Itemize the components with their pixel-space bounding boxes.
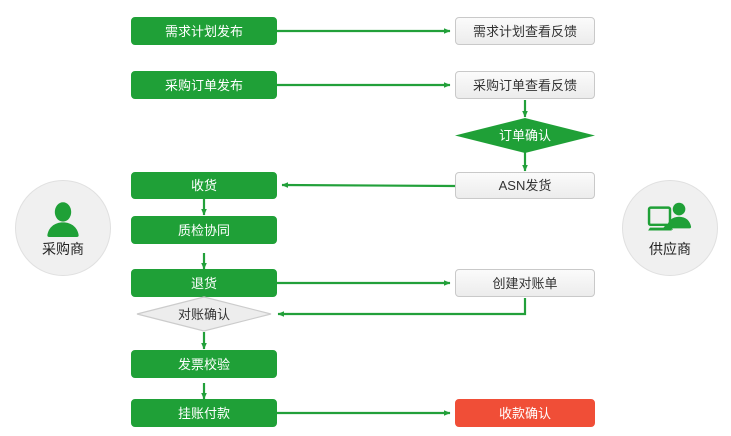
node-invoice-check[interactable]: 发票校验 [131,350,277,378]
node-label: 收货 [190,178,217,193]
actor-buyer[interactable]: 采购商 [15,180,111,276]
node-demand-plan-feedback[interactable]: 需求计划查看反馈 [455,17,595,45]
node-label: 创建对账单 [492,275,558,291]
node-create-statement[interactable]: 创建对账单 [455,269,595,297]
node-payment-confirm[interactable]: 收款确认 [455,399,595,427]
diamond-shape [455,118,595,153]
node-label: 需求计划发布 [164,23,243,39]
node-return-goods[interactable]: 退货 [131,269,277,297]
actor-supplier-label: 供应商 [649,240,691,257]
actor-buyer-label: 采购商 [42,240,84,257]
node-order-confirm[interactable]: 订单确认 [455,118,595,153]
node-demand-plan-publish[interactable]: 需求计划发布 [131,17,277,45]
person-at-computer-icon [647,202,692,231]
node-pending-payment[interactable]: 挂账付款 [131,399,277,427]
node-receive-goods[interactable]: 收货 [131,172,277,199]
node-label: 收款确认 [498,405,551,421]
node-quality-collab[interactable]: 质检协同 [131,216,277,244]
node-label: 质检协同 [177,222,230,238]
diamond-shape [136,296,272,332]
edge-create-statement-to-statement-confirm [277,298,527,317]
node-label: 采购订单查看反馈 [472,77,577,93]
node-label: 发票校验 [177,356,230,372]
node-statement-confirm[interactable]: 对账确认 [136,296,272,332]
person-icon [47,201,79,237]
node-label: 挂账付款 [177,405,230,421]
node-po-publish[interactable]: 采购订单发布 [131,71,277,99]
node-asn-ship[interactable]: ASN发货 [455,172,595,199]
node-label: 退货 [190,275,217,291]
actor-supplier[interactable]: 供应商 [622,180,718,276]
node-label: 需求计划查看反馈 [472,23,577,39]
node-label: 采购订单发布 [164,77,243,93]
node-label: ASN发货 [498,178,552,193]
node-po-feedback[interactable]: 采购订单查看反馈 [455,71,595,99]
edge-asn-to-receive-goods [281,182,456,188]
